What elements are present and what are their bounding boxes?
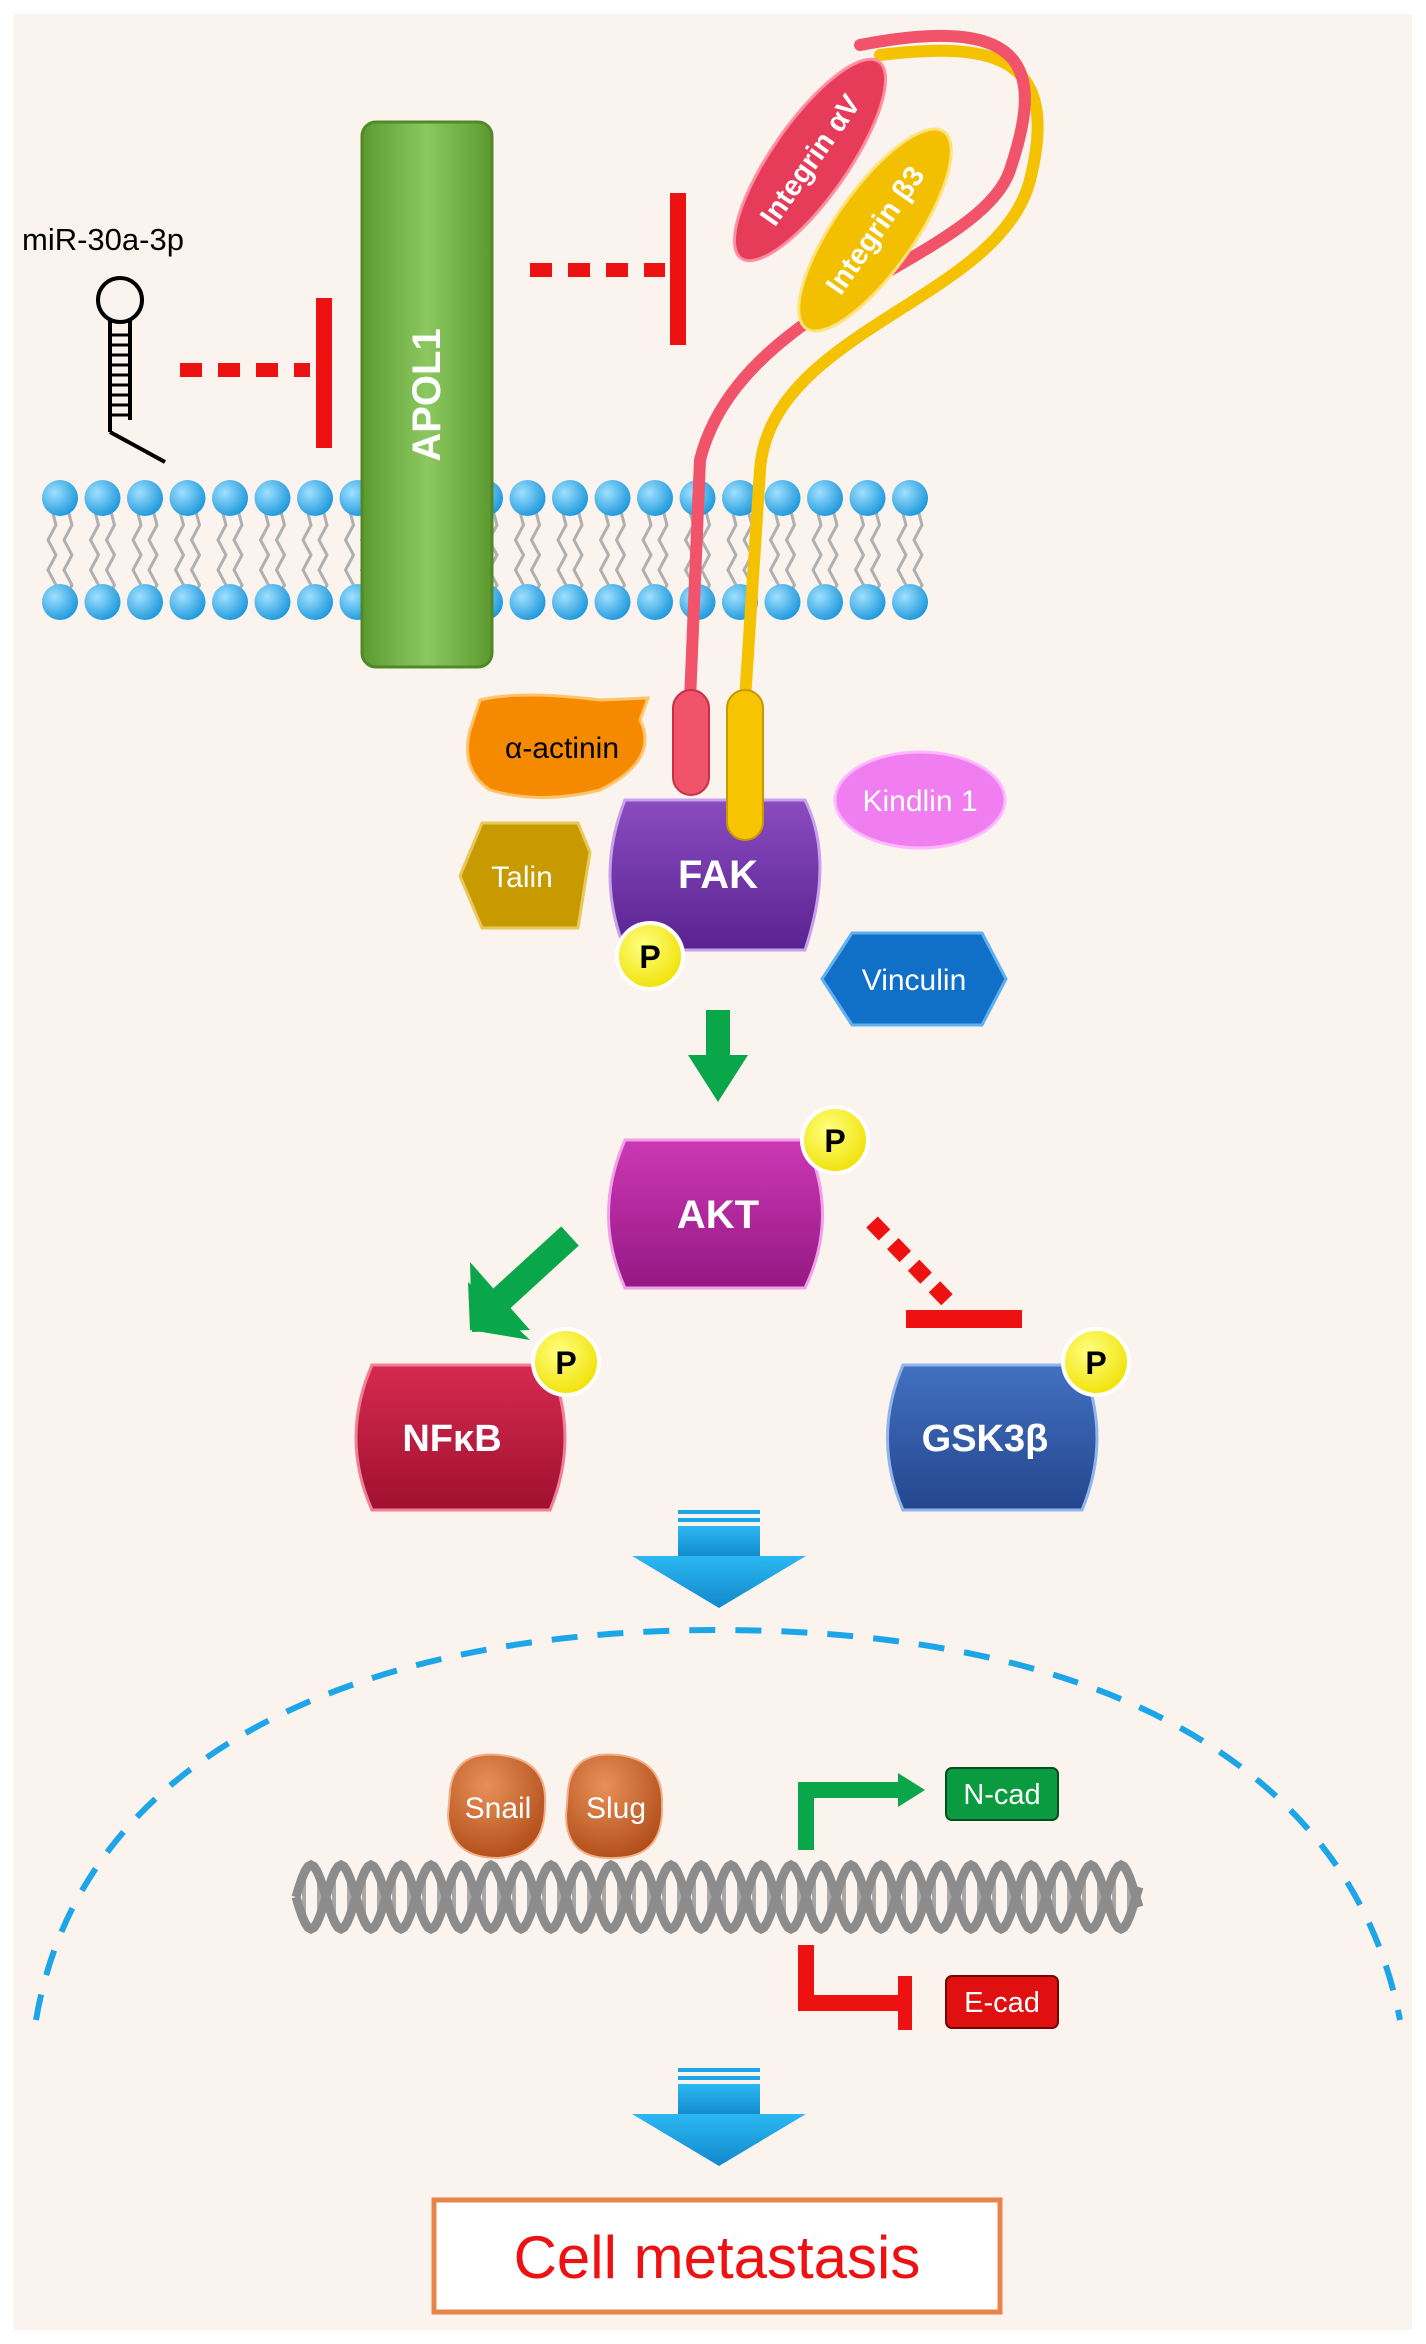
outcome-label: Cell metastasis [514, 2224, 921, 2291]
talin-protein [458, 821, 592, 930]
mirna-label: miR-30a-3p [22, 222, 184, 257]
fak-phospho-label: P [639, 939, 660, 975]
nfkb-phospho-label: P [555, 1345, 576, 1381]
nucleus-boundary [33, 1626, 1403, 2021]
cell-membrane [42, 480, 928, 620]
gsk3b-label: GSK3β [922, 1418, 1049, 1460]
slug-factor: Slug [564, 1753, 664, 1860]
gsk3b-protein [886, 1363, 1099, 1512]
fak-phospho-badge: P [615, 921, 685, 991]
integrin-b3-stub [726, 689, 764, 841]
ecad-box [945, 1975, 1059, 2029]
inhibition-apol1-integrin [530, 193, 686, 345]
nfkb-protein [354, 1363, 567, 1512]
fak-protein [608, 798, 822, 952]
slug-label: Slug [586, 1792, 646, 1825]
flow-arrow-to-nucleus [632, 1510, 806, 1608]
snail-label: Snail [465, 1792, 532, 1825]
talin-label: Talin [491, 861, 553, 894]
ncad-box [945, 1767, 1059, 1821]
integrin-av-tail [684, 29, 1031, 706]
outcome-box [431, 2197, 1003, 2315]
alpha-actinin-protein [466, 693, 651, 799]
kindlin-label: Kindlin 1 [862, 785, 977, 818]
nfkb-label: NFκB [402, 1418, 501, 1460]
ecad-label: E-cad [964, 1987, 1040, 2019]
akt-phospho-label: P [824, 1123, 845, 1159]
inhibition-akt-gsk3b [866, 1216, 1022, 1328]
alpha-actinin-label: α-actinin [505, 732, 619, 765]
kindlin-protein [833, 750, 1007, 850]
gsk3b-phospho-label: P [1085, 1345, 1106, 1381]
integrin-b3-tail [739, 44, 1044, 706]
mirna-hairpin-icon [96, 276, 166, 464]
vinculin-label: Vinculin [862, 964, 967, 997]
fak-label: FAK [678, 853, 758, 897]
gsk3b-phospho-badge: P [1061, 1327, 1131, 1397]
akt-label: AKT [677, 1193, 759, 1237]
inhibition-ecad [798, 1945, 912, 2030]
activation-fak-akt [688, 1010, 748, 1102]
activation-ncad [798, 1773, 925, 1850]
snail-factor: Snail [446, 1753, 547, 1860]
flow-arrow-to-metastasis [632, 2068, 806, 2166]
inhibition-mirna-apol1 [180, 298, 332, 448]
nfkb-phospho-badge: P [531, 1327, 601, 1397]
apol1-protein [360, 120, 494, 669]
dna-helix [291, 1859, 1144, 1935]
activation-akt-nfkb [468, 1226, 579, 1340]
akt-phospho-badge: P [800, 1105, 870, 1175]
akt-protein [607, 1138, 824, 1290]
integrin-av-stub [672, 689, 710, 796]
vinculin-protein [820, 931, 1008, 1027]
apol1-label: APOL1 [405, 328, 449, 461]
ncad-label: N-cad [963, 1779, 1040, 1811]
